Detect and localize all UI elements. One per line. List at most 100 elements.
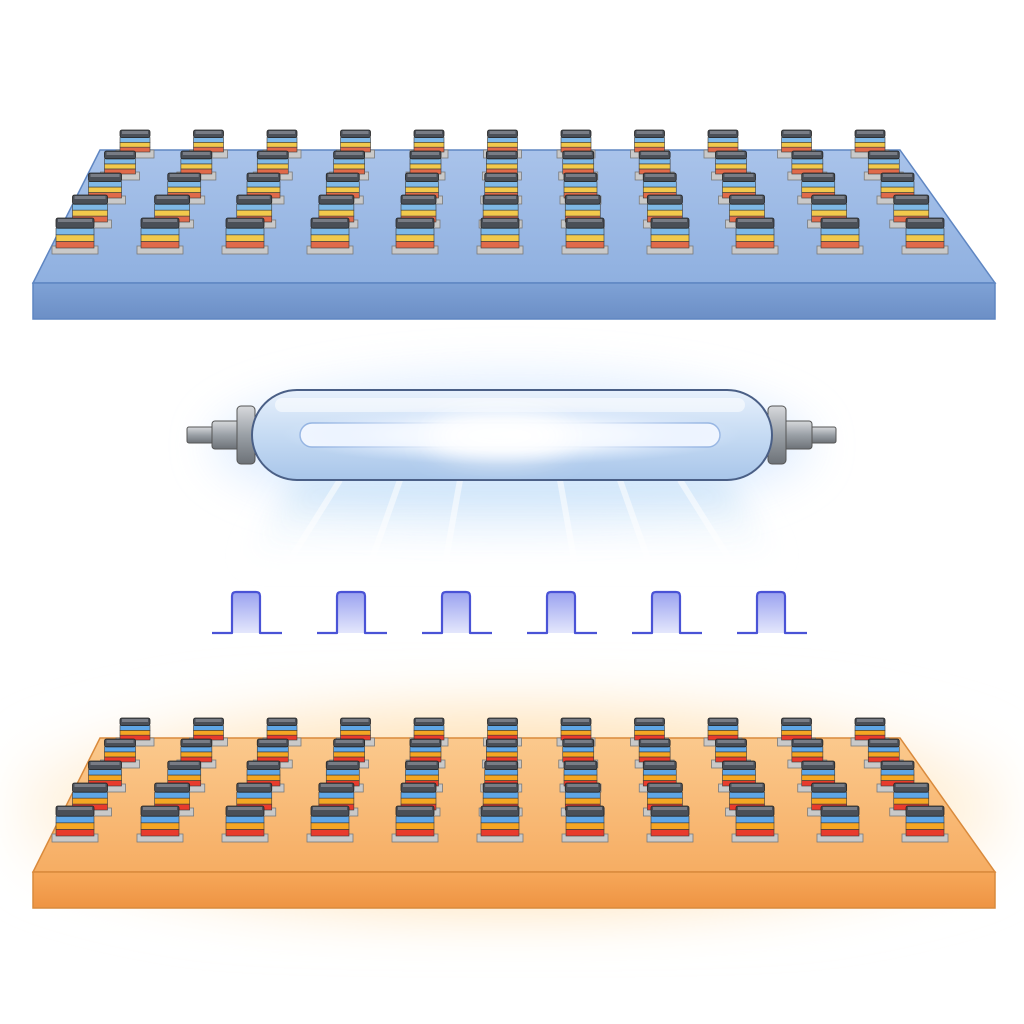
device-stack xyxy=(51,217,99,255)
device-layer-middle xyxy=(154,209,190,217)
device-cap-highlight xyxy=(568,219,602,222)
device-layer-top xyxy=(88,181,122,188)
device-layer-top xyxy=(486,158,518,165)
device-cap-highlight xyxy=(412,152,439,155)
device-layer-top xyxy=(565,815,605,824)
pulse-fill xyxy=(442,592,470,633)
device-layer-middle xyxy=(140,234,180,242)
device-layer-middle xyxy=(340,142,371,148)
device-layer-middle xyxy=(650,822,690,830)
device-cap-highlight xyxy=(182,152,210,155)
device-layer-middle xyxy=(801,774,836,781)
device-layer-middle xyxy=(647,797,683,805)
device-stack xyxy=(561,805,609,843)
device-cap-highlight xyxy=(182,740,210,743)
device-cap-highlight xyxy=(724,762,754,765)
device-layer-top xyxy=(246,181,281,188)
device-cap-highlight xyxy=(641,740,669,743)
device-layer-middle xyxy=(484,186,519,193)
device-layer-bottom xyxy=(55,241,95,249)
device-cap-highlight xyxy=(156,784,188,787)
device-cap-highlight xyxy=(738,807,772,810)
device-stack xyxy=(646,805,694,843)
pulse-fill xyxy=(337,592,365,633)
device-layer-top xyxy=(266,137,298,143)
device-layer-bottom xyxy=(905,241,945,249)
device-layer-middle xyxy=(642,186,677,193)
device-cap-highlight xyxy=(710,719,736,722)
device-layer-top xyxy=(715,158,747,165)
device-layer-middle xyxy=(729,797,765,805)
device-cap-highlight xyxy=(857,131,883,134)
device-cap-highlight xyxy=(731,196,763,199)
device-layer-top xyxy=(318,203,355,211)
device-stack xyxy=(476,217,524,255)
device-cap-highlight xyxy=(74,196,106,199)
device-layer-middle xyxy=(480,822,520,830)
device-layer-middle xyxy=(310,822,350,830)
device-layer-middle xyxy=(266,142,298,148)
device-cap-highlight xyxy=(403,196,434,199)
device-cap-highlight xyxy=(641,152,669,155)
device-cap-highlight xyxy=(564,740,592,743)
device-layer-top xyxy=(409,746,442,753)
device-layer-middle xyxy=(638,163,671,170)
device-layer-top xyxy=(729,203,765,211)
bottom-device-array xyxy=(51,717,949,843)
device-layer-top xyxy=(707,137,739,143)
device-layer-bottom xyxy=(565,241,605,249)
device-layer-top xyxy=(729,791,765,799)
device-cap-highlight xyxy=(870,152,898,155)
device-layer-top xyxy=(104,158,136,165)
device-layer-middle xyxy=(650,234,690,242)
device-layer-top xyxy=(854,725,886,731)
device-layer-top xyxy=(140,815,180,824)
device-layer-top xyxy=(119,725,151,731)
device-cap-highlight xyxy=(724,174,754,177)
device-layer-top xyxy=(893,203,930,211)
device-stack xyxy=(561,217,609,255)
device-layer-top xyxy=(325,769,360,776)
device-cap-highlight xyxy=(259,740,287,743)
device-cap-highlight xyxy=(883,762,912,765)
device-cap-highlight xyxy=(567,196,599,199)
device-cap-highlight xyxy=(783,719,810,722)
device-layer-top xyxy=(867,746,900,753)
device-cap-highlight xyxy=(169,174,199,177)
device-layer-middle xyxy=(707,730,739,736)
device-layer-bottom xyxy=(565,829,605,837)
light-pulse xyxy=(632,590,702,635)
device-layer-top xyxy=(880,181,915,188)
device-layer-middle xyxy=(905,822,945,830)
device-cap-highlight xyxy=(566,762,595,765)
device-cap-highlight xyxy=(870,740,898,743)
device-layer-middle xyxy=(729,209,765,217)
device-layer-top xyxy=(801,181,836,188)
device-layer-top xyxy=(905,815,945,824)
device-cap-highlight xyxy=(58,219,92,222)
device-cap-highlight xyxy=(489,719,516,722)
pulse-outline xyxy=(317,590,387,635)
device-layer-middle xyxy=(140,822,180,830)
device-layer-middle xyxy=(395,234,435,242)
device-layer-top xyxy=(647,203,683,211)
device-layer-bottom xyxy=(55,829,95,837)
device-layer-top xyxy=(325,181,360,188)
device-cap-highlight xyxy=(813,784,845,787)
device-layer-middle xyxy=(193,730,224,736)
device-layer-top xyxy=(180,746,213,753)
device-layer-top xyxy=(340,725,371,731)
lamp-pin-left xyxy=(186,426,216,444)
device-stack xyxy=(731,217,779,255)
device-layer-top xyxy=(487,725,518,731)
device-layer-top xyxy=(634,137,665,143)
device-layer-middle xyxy=(236,797,273,805)
device-layer-middle xyxy=(325,774,360,781)
device-stack xyxy=(391,805,439,843)
device-layer-middle xyxy=(893,797,930,805)
device-layer-top xyxy=(781,137,812,143)
device-layer-bottom xyxy=(395,829,435,837)
device-stack xyxy=(51,805,99,843)
device-layer-top xyxy=(486,746,518,753)
device-layer-bottom xyxy=(735,241,775,249)
